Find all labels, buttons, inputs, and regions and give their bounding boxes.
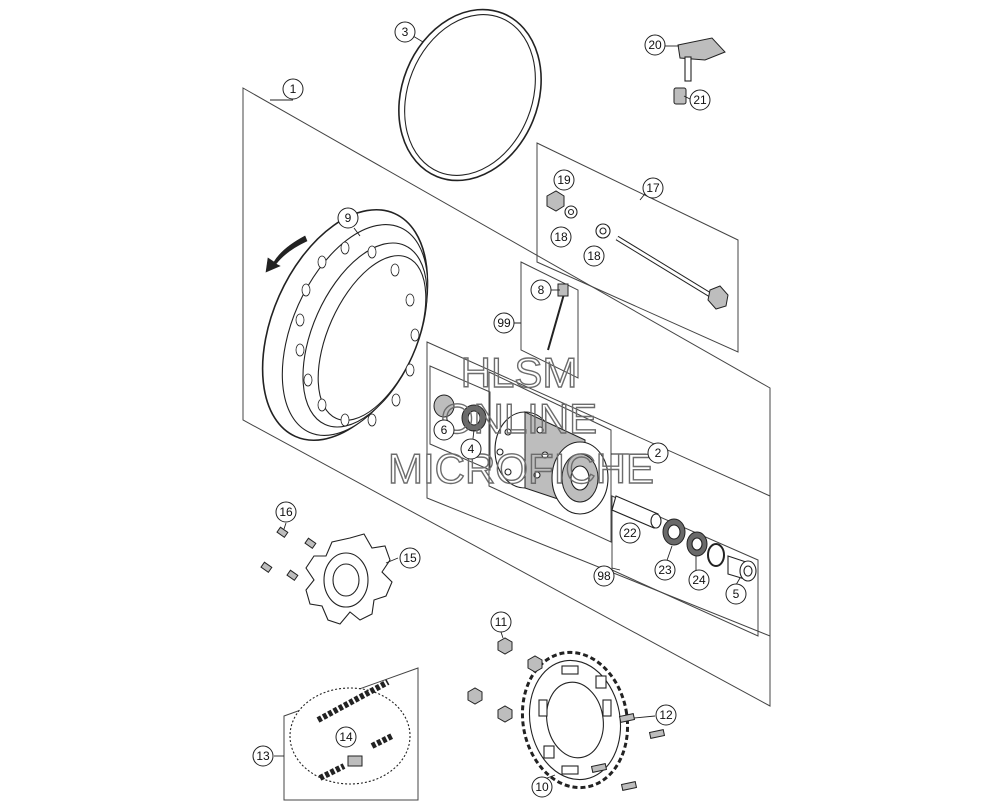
callout: 12 <box>655 704 677 726</box>
callout-label: 18 <box>587 249 601 263</box>
bearing-kit-frame <box>611 495 759 637</box>
bearing-set-frame <box>429 365 491 471</box>
watermark-line-3: MICROFICHE <box>388 445 654 492</box>
callout: 16 <box>275 501 297 523</box>
callout-label: 9 <box>345 211 352 225</box>
callout-label: 10 <box>535 780 549 794</box>
callout-label: 14 <box>339 730 353 744</box>
sprocket-screws <box>590 713 666 791</box>
axle-kit-frame <box>536 142 739 353</box>
callout-label: 24 <box>692 573 706 587</box>
callout-label: 1 <box>290 82 297 96</box>
callout: 8 <box>530 279 552 301</box>
wheel-rim <box>261 208 429 442</box>
spoke-kit-frame <box>520 261 579 379</box>
callout-label: 18 <box>554 230 568 244</box>
callout-label: 15 <box>403 551 417 565</box>
callout: 21 <box>689 89 711 111</box>
disc-screws <box>260 526 317 582</box>
watermark-line-1: HLSM <box>461 349 578 396</box>
callout: 14 <box>335 726 357 748</box>
wheel-hub <box>494 411 609 515</box>
callout-label: 22 <box>623 526 637 540</box>
callout: 11 <box>490 611 512 633</box>
callout: 4 <box>460 438 482 460</box>
callout: 20 <box>644 34 666 56</box>
callout-label: 6 <box>441 423 448 437</box>
callout: 10 <box>531 776 553 798</box>
hub-bearing-kit <box>611 495 757 582</box>
callout: 5 <box>725 583 747 605</box>
callout-label: 20 <box>648 38 662 52</box>
callout: 23 <box>654 559 676 581</box>
callout: 19 <box>553 169 575 191</box>
spoke <box>547 283 569 351</box>
callout-label: 3 <box>402 25 409 39</box>
callout: 17 <box>642 177 664 199</box>
chain-kit-frame <box>283 667 419 801</box>
callout-label: 99 <box>497 316 511 330</box>
hub-bearing-left <box>433 394 487 432</box>
callout: 18 <box>583 245 605 267</box>
hub-inner-frame <box>488 371 612 543</box>
callout-label: 5 <box>733 587 740 601</box>
callout: 9 <box>337 207 359 229</box>
rim-band <box>398 8 542 182</box>
rear-sprocket <box>520 650 630 790</box>
callout: 22 <box>619 522 641 544</box>
callout-label: 11 <box>495 615 508 629</box>
callout: 15 <box>399 547 421 569</box>
callout-label: 2 <box>655 446 662 460</box>
callout-label: 12 <box>659 708 673 722</box>
rotation-arrow-icon <box>265 235 308 273</box>
valve-cap <box>673 37 726 105</box>
brake-disc <box>305 533 393 625</box>
callout-label: 19 <box>557 173 571 187</box>
callout-label: 21 <box>693 93 707 107</box>
callout-label: 23 <box>658 563 672 577</box>
callout-label: 8 <box>538 283 545 297</box>
callout: 98 <box>593 565 615 587</box>
callout: 18 <box>550 226 572 248</box>
callout: 99 <box>493 312 515 334</box>
callout: 1 <box>282 78 304 100</box>
callout-label: 13 <box>256 749 270 763</box>
callout: 3 <box>394 21 416 43</box>
callout: 24 <box>688 569 710 591</box>
callout-label: 16 <box>279 505 293 519</box>
axle-parts <box>546 190 729 310</box>
callout-label: 4 <box>468 442 475 456</box>
callout: 2 <box>647 442 669 464</box>
sprocket-nuts <box>467 637 543 723</box>
callout: 6 <box>433 419 455 441</box>
callout-label: 98 <box>597 569 611 583</box>
watermark-line-2: ONLINE <box>441 395 597 442</box>
watermark: HLSM ONLINE MICROFICHE <box>387 348 654 492</box>
callout-label: 17 <box>646 181 660 195</box>
callout: 13 <box>252 745 274 767</box>
